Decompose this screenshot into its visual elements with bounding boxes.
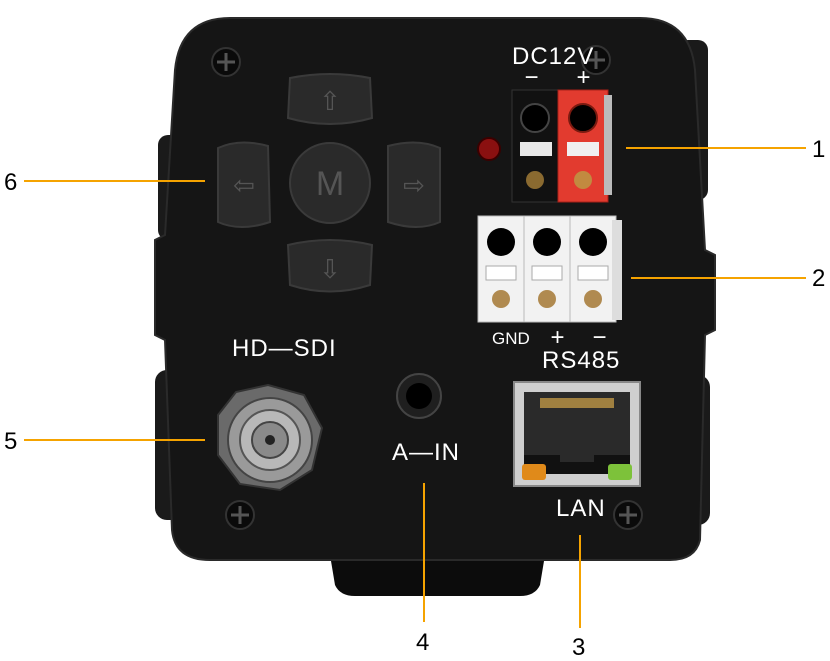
power-terminal-plus[interactable] — [557, 89, 612, 203]
callout-5: 5 — [4, 428, 17, 455]
button-menu[interactable]: M — [289, 142, 371, 224]
power-plus-label: + — [576, 64, 591, 91]
lan-port[interactable] — [513, 381, 641, 487]
lan-led-right — [608, 464, 632, 480]
power-terminal-minus[interactable] — [511, 89, 559, 203]
hd-sdi-bnc-connector[interactable] — [217, 383, 324, 492]
callout-1: 1 — [812, 136, 825, 163]
menu-icon: M — [316, 165, 344, 203]
rs485-label: RS485 — [542, 347, 620, 374]
callout-2: 2 — [812, 265, 825, 292]
rs485-minus-label: − — [592, 324, 607, 351]
sdi-label: HD—SDI — [232, 335, 337, 362]
callout-4: 4 — [416, 629, 429, 656]
right-arrow-icon: ⇨ — [403, 170, 425, 200]
screw-top-left — [211, 47, 241, 77]
button-left[interactable]: ⇦ — [217, 141, 272, 228]
button-right[interactable]: ⇨ — [387, 141, 441, 228]
callout-6: 6 — [4, 169, 17, 196]
rs485-plus-label: + — [550, 324, 565, 351]
up-arrow-icon: ⇧ — [319, 86, 341, 116]
gnd-label: GND — [492, 329, 530, 348]
down-arrow-icon: ⇩ — [319, 254, 341, 284]
ain-label: A—IN — [392, 439, 460, 466]
status-led — [477, 137, 501, 161]
button-up[interactable]: ⇧ — [286, 73, 374, 125]
lan-led-left — [522, 464, 546, 480]
left-arrow-icon: ⇦ — [233, 170, 255, 200]
mount-foot — [330, 555, 545, 596]
screw-top-right — [581, 45, 611, 75]
audio-in-jack[interactable] — [396, 373, 442, 419]
power-minus-label: − — [524, 64, 539, 91]
screw-bottom-right — [613, 500, 643, 530]
callout-3: 3 — [572, 634, 585, 661]
button-down[interactable]: ⇩ — [286, 239, 374, 293]
screw-bottom-left — [225, 500, 255, 530]
rs485-terminal-block[interactable] — [477, 215, 622, 323]
lan-label: LAN — [556, 495, 606, 522]
power-label: DC12V — [512, 43, 594, 70]
